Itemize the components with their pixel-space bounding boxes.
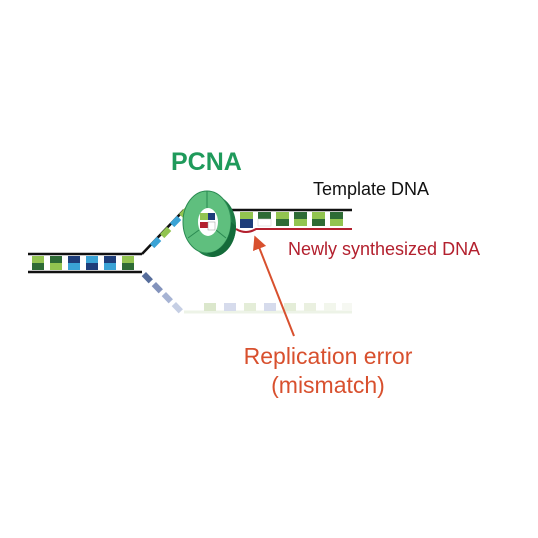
parental-base-pairs bbox=[32, 256, 134, 270]
replication-error-line1: Replication error bbox=[243, 343, 413, 369]
replication-error-line2: (mismatch) bbox=[271, 371, 385, 398]
red-arrow-icon bbox=[253, 235, 295, 337]
lower-fork-arm bbox=[141, 272, 352, 314]
template-strand-bases bbox=[258, 212, 343, 219]
replication-error-label: Replication error (mismatch) bbox=[218, 342, 438, 400]
template-dna-label: Template DNA bbox=[313, 179, 430, 199]
pcna-label: PCNA bbox=[171, 148, 242, 176]
new-strand-bases bbox=[276, 219, 343, 226]
newly-synthesized-dna-label: Newly synthesized DNA bbox=[288, 239, 481, 259]
pcna-clamp-ring-icon bbox=[182, 190, 236, 257]
mismatch-base-pair bbox=[240, 212, 272, 228]
parental-duplex bbox=[28, 252, 142, 274]
